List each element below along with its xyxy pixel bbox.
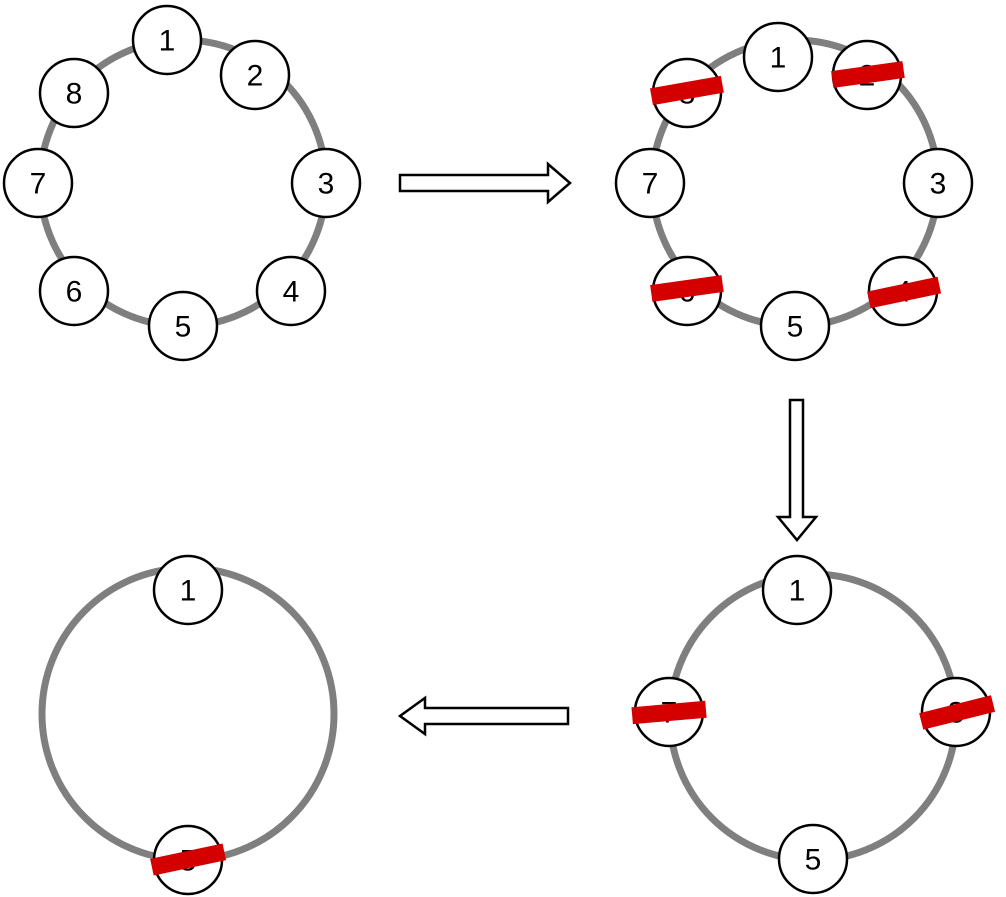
node-label: 1 [789,575,806,608]
ring-1-node-7: 7 [2,147,74,219]
node-label: 6 [66,276,83,309]
ring-1-node-1: 1 [131,4,203,76]
elimination-strike [831,61,905,88]
node-label: 3 [930,168,947,201]
node-circle [219,39,291,111]
node-label: 8 [66,78,83,111]
ring-2-node-1: 1 [742,21,814,93]
elimination-strike [919,695,996,730]
node-circle [2,147,74,219]
ring-1-node-8: 8 [38,57,110,129]
node-label: 1 [180,575,197,608]
stage-2-ring: 1 2 3 4 5 6 7 8 [614,21,974,362]
node-label: 5 [787,311,804,344]
elimination-strike [631,700,707,725]
ring-4-node-1: 1 [152,554,224,626]
stage-1-ring: 1 2 3 4 5 6 7 8 [2,4,362,362]
ring-3-node-7: 7 [631,676,707,748]
ring-2-node-2: 2 [831,39,905,111]
ring-2-node-4: 4 [867,255,942,327]
node-circle [902,147,974,219]
stage-4-ring: 1 5 [38,554,338,896]
node-circle [38,57,110,129]
node-circle [131,4,203,76]
elimination-strike [650,275,724,302]
ring-1-node-6: 6 [38,255,110,327]
ring-1-node-5: 5 [147,290,219,362]
elimination-strike [150,843,227,876]
ring-1-node-4: 4 [255,255,327,327]
ring-1-node-3: 3 [290,147,362,219]
node-circle [614,147,686,219]
ring-3-node-5: 5 [777,823,849,895]
ring-3-node-1: 1 [761,554,833,626]
ring-2-node-7: 7 [614,147,686,219]
node-label: 3 [318,168,335,201]
ring-3-node-3: 3 [919,676,996,748]
node-label: 2 [247,60,264,93]
step-arrow-left [397,695,570,737]
node-circle [761,554,833,626]
node-label: 4 [283,276,300,309]
node-circle [290,147,362,219]
node-circle [38,255,110,327]
node-label: 5 [175,311,192,344]
node-circle [777,823,849,895]
node-circle [255,255,327,327]
node-circle [147,290,219,362]
node-label: 7 [30,168,47,201]
node-label: 1 [159,25,176,58]
elimination-strike [867,276,942,309]
step-arrows [397,161,819,737]
node-label: 5 [805,844,822,877]
ring-1-node-2: 2 [219,39,291,111]
ring-2-node-3: 3 [902,147,974,219]
ring-2-node-5: 5 [759,290,831,362]
ring-2-node-6: 6 [650,255,724,327]
node-circle [742,21,814,93]
step-arrow-down [775,398,819,542]
node-circle [759,290,831,362]
stage-3-ring: 1 3 5 7 [631,554,996,895]
ring-4-node-5: 5 [150,824,227,896]
node-label: 1 [770,42,787,75]
ring-2-node-8: 8 [649,57,724,129]
elimination-strike [649,75,724,106]
node-circle [152,554,224,626]
step-arrow-right [398,161,572,205]
node-label: 7 [642,168,659,201]
